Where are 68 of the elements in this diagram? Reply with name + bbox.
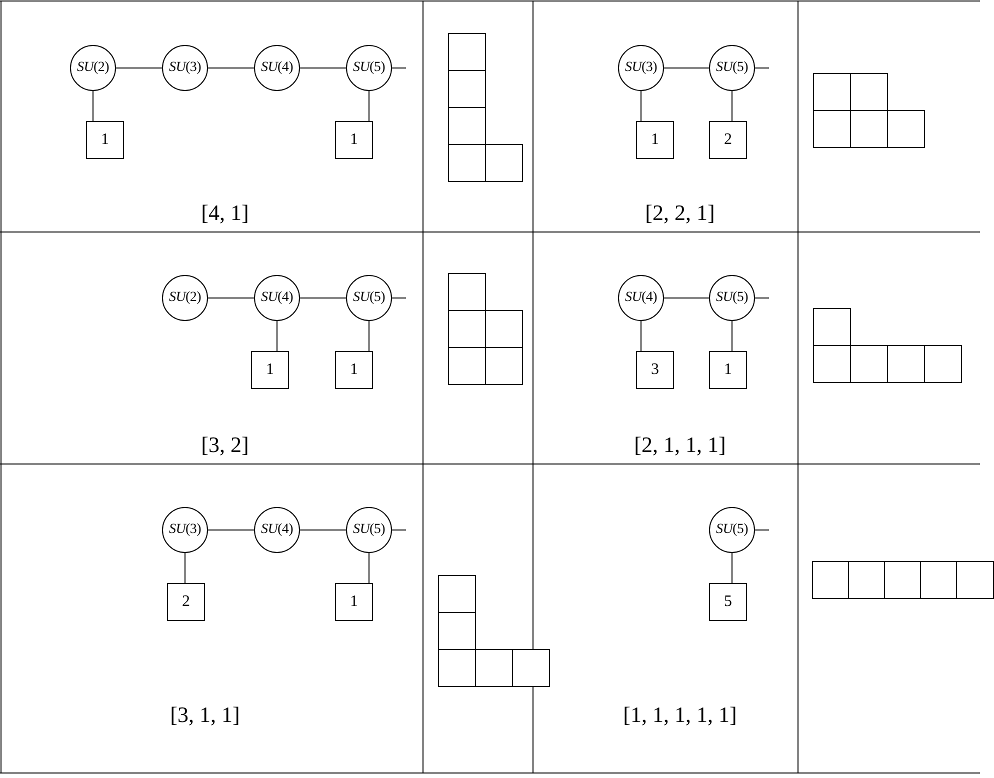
young-diagram-box <box>448 273 486 311</box>
flavor-node-square: 1 <box>86 121 124 159</box>
young-diagram-box <box>512 649 550 687</box>
flavor-node-square: 2 <box>709 121 747 159</box>
gauge-node-circle: SU(5) <box>346 507 392 553</box>
young-diagram-box <box>812 561 850 599</box>
connector-line <box>640 320 642 352</box>
young-diagram-box <box>887 345 925 383</box>
connector-line <box>276 320 278 352</box>
partition-label: [2, 1, 1, 1] <box>634 432 726 458</box>
gauge-node-circle: SU(4) <box>254 507 300 553</box>
flavor-node-square: 1 <box>251 351 289 389</box>
connector-line <box>368 320 370 352</box>
gauge-node-circle: SU(4) <box>254 275 300 321</box>
young-diagram-box <box>884 561 922 599</box>
gauge-node-circle: SU(5) <box>346 275 392 321</box>
gauge-node-circle: SU(4) <box>618 275 664 321</box>
young-diagram-box <box>920 561 958 599</box>
gauge-node-circle: SU(5) <box>709 507 755 553</box>
gauge-node-circle: SU(2) <box>70 45 116 91</box>
young-diagram-box <box>448 107 486 145</box>
partition-label: [4, 1] <box>201 200 249 226</box>
connector-line <box>368 552 370 584</box>
young-diagram-box <box>956 561 994 599</box>
partition-label: [1, 1, 1, 1, 1] <box>623 702 737 728</box>
young-diagram-box <box>438 575 476 613</box>
partition-label: [3, 2] <box>201 432 249 458</box>
young-diagram-box <box>813 345 851 383</box>
connector-line <box>184 552 186 584</box>
young-diagram-box <box>448 33 486 71</box>
flavor-node-square: 1 <box>709 351 747 389</box>
young-diagram-box <box>850 73 888 111</box>
young-diagram-box <box>475 649 513 687</box>
gauge-node-circle: SU(3) <box>162 45 208 91</box>
young-diagram-box <box>485 310 523 348</box>
young-diagram-box <box>438 649 476 687</box>
gauge-node-circle: SU(3) <box>162 507 208 553</box>
young-diagram-box <box>485 347 523 385</box>
gauge-node-circle: SU(5) <box>346 45 392 91</box>
gauge-node-circle: SU(3) <box>618 45 664 91</box>
flavor-node-square: 1 <box>636 121 674 159</box>
young-diagram-box <box>448 347 486 385</box>
gauge-node-circle: SU(2) <box>162 275 208 321</box>
partition-label: [3, 1, 1] <box>170 702 240 728</box>
flavor-node-square: 1 <box>335 121 373 159</box>
young-diagram-box <box>813 110 851 148</box>
flavor-node-square: 1 <box>335 351 373 389</box>
gauge-node-circle: SU(5) <box>709 45 755 91</box>
flavor-node-square: 2 <box>167 583 205 621</box>
flavor-node-square: 3 <box>636 351 674 389</box>
young-diagram-box <box>448 70 486 108</box>
young-diagram-box <box>438 612 476 650</box>
connector-line <box>92 90 94 122</box>
young-diagram-box <box>848 561 886 599</box>
flavor-node-square: 5 <box>709 583 747 621</box>
young-diagram-box <box>485 144 523 182</box>
young-diagram-box <box>813 73 851 111</box>
young-diagram-box <box>850 345 888 383</box>
young-diagram-box <box>924 345 962 383</box>
gauge-node-circle: SU(5) <box>709 275 755 321</box>
flavor-node-square: 1 <box>335 583 373 621</box>
young-diagram-box <box>813 308 851 346</box>
gauge-node-circle: SU(4) <box>254 45 300 91</box>
young-diagram-box <box>887 110 925 148</box>
connector-line <box>368 90 370 122</box>
connector-line <box>640 90 642 122</box>
young-diagram-box <box>448 144 486 182</box>
partition-label: [2, 2, 1] <box>645 200 715 226</box>
